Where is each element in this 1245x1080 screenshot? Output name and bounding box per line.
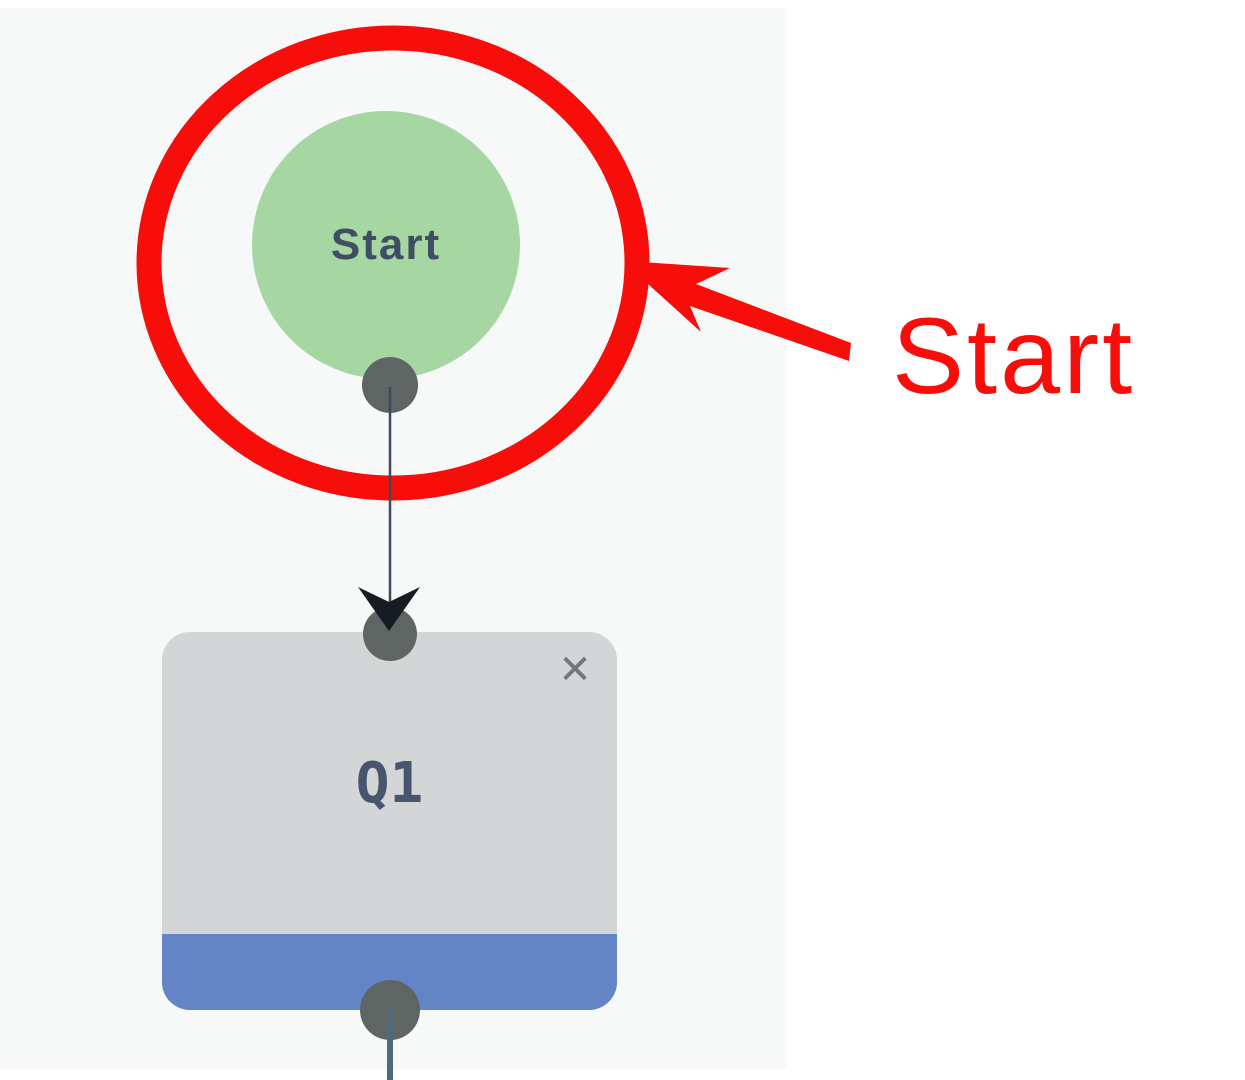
q1-node-label: Q1 xyxy=(355,750,424,816)
annotation-label: Start xyxy=(892,295,1136,416)
start-node-output-port[interactable] xyxy=(362,357,418,413)
question-node-q1[interactable]: Q1 ✕ xyxy=(162,632,617,1010)
q1-node-output-port[interactable] xyxy=(360,980,420,1040)
q1-node-input-port[interactable] xyxy=(363,607,417,661)
start-node[interactable]: Start xyxy=(252,111,520,379)
start-node-label: Start xyxy=(330,220,442,269)
close-icon[interactable]: ✕ xyxy=(558,647,592,693)
